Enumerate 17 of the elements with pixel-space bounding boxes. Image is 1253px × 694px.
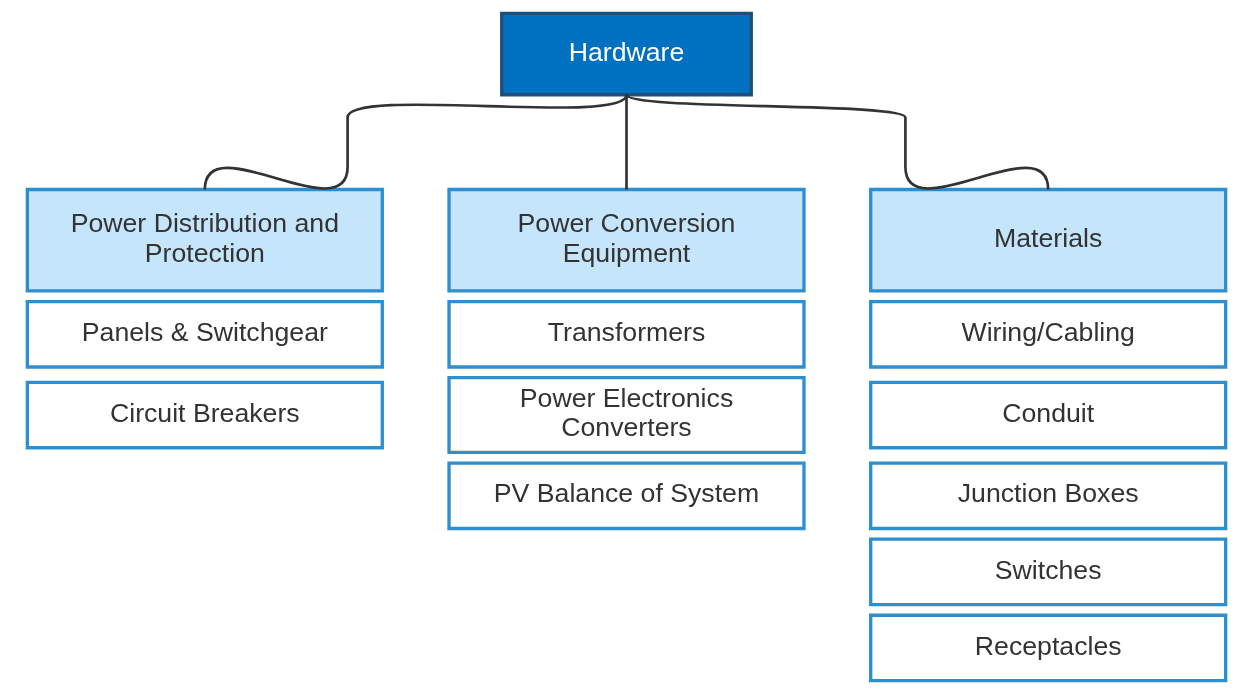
connector (625, 94, 628, 190)
connector (625, 93, 1050, 190)
node-box: Hardware (500, 11, 753, 97)
node-box: Receptacles (869, 613, 1228, 683)
node-box: Materials (869, 187, 1228, 293)
node-box: Circuit Breakers (25, 380, 384, 450)
node-box: Wiring/Cabling (869, 299, 1228, 369)
node-box: Conduit (869, 380, 1228, 450)
node-box: Power Distribution and Protection (25, 187, 384, 293)
node-box: PV Balance of System (447, 461, 806, 531)
node-box: Junction Boxes (869, 461, 1228, 531)
node-box: Transformers (447, 299, 806, 369)
node-box: Switches (869, 537, 1228, 607)
node-box: Power Electronics Converters (447, 376, 806, 455)
connector (203, 93, 628, 190)
node-box: Panels & Switchgear (25, 299, 384, 369)
node-box: Power Conversion Equipment (447, 187, 806, 293)
